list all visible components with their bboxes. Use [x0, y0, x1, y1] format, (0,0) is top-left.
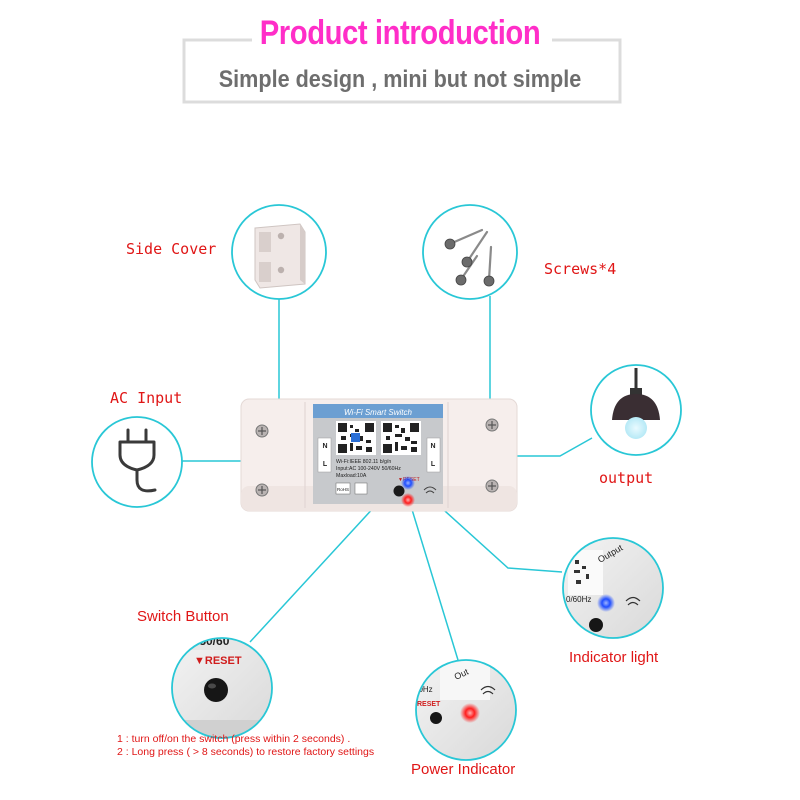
qr-code-right — [381, 421, 421, 455]
lamp-icon — [590, 364, 682, 456]
device-spec-2: Input:AC 100-240V 50/60Hz — [336, 466, 401, 472]
instruction-line-2: 2 : Long press ( > 8 seconds) to restore… — [117, 746, 375, 758]
page-title: Product introduction — [259, 14, 541, 52]
reset-button — [393, 485, 405, 497]
indicator-light-label: Indicator light — [569, 649, 659, 666]
svg-text:60Hz: 60Hz — [414, 685, 433, 694]
svg-text:L: L — [323, 461, 328, 468]
power-closeup-reset: RESET — [417, 701, 441, 708]
svg-text:RoHS: RoHS — [337, 487, 349, 492]
device-spec-1: Wi-Fi:IEEE 802.11 b/g/n — [336, 459, 391, 465]
blue-led — [401, 476, 415, 490]
side-cover-label: Side Cover — [126, 240, 217, 258]
ac-input-label: AC Input — [110, 389, 183, 407]
svg-text:N: N — [430, 443, 435, 450]
screws-closeup — [422, 204, 518, 300]
switch-closeup-reset: ▼RESET — [194, 655, 242, 667]
screws-label: Screws*4 — [544, 260, 617, 278]
switch-closeup-voltage: V 50/60 — [188, 634, 230, 648]
power-indicator-closeup: Out 60Hz RESET — [414, 659, 517, 761]
svg-text:0/60Hz: 0/60Hz — [566, 595, 591, 604]
device-label-title: Wi-Fi Smart Switch — [344, 408, 412, 417]
switch-button-closeup: V 50/60 ▼RESET — [171, 634, 273, 739]
red-led — [401, 493, 415, 507]
svg-text:L: L — [431, 461, 436, 468]
qr-code-left — [336, 421, 376, 455]
svg-text:N: N — [322, 443, 327, 450]
leader-lines — [180, 296, 593, 661]
switch-instructions: 1 : turn off/on the switch (press within… — [117, 733, 374, 759]
subtitle-bracket — [182, 38, 622, 104]
plug-icon — [91, 416, 183, 508]
wifi-icon — [423, 486, 437, 494]
side-cover-closeup — [231, 204, 327, 300]
indicator-light-closeup: Output 0/60Hz — [562, 537, 664, 639]
switch-button-label: Switch Button — [137, 608, 229, 625]
device-spec-3: Maxload:10A — [336, 473, 367, 479]
page-subtitle: Simple design , mini but not simple — [218, 66, 582, 93]
smart-switch-device: Wi-Fi Smart Switch N L N L — [240, 398, 518, 512]
power-indicator-label: Power Indicator — [411, 761, 516, 778]
output-label: output — [599, 469, 654, 487]
instruction-line-1: 1 : turn off/on the switch (press within… — [117, 733, 351, 745]
